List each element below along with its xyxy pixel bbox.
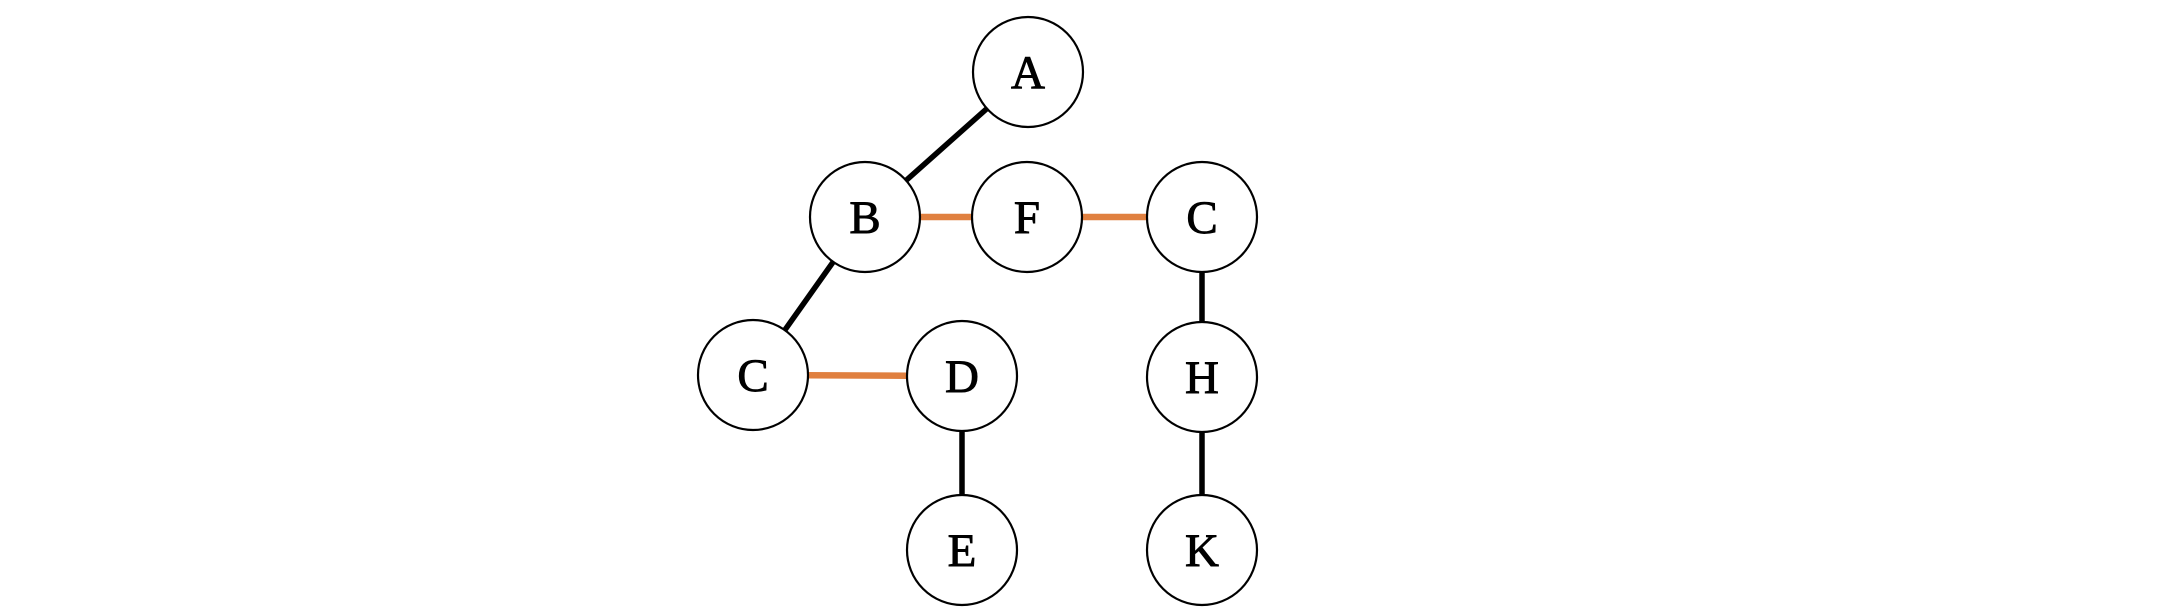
node-label: C: [737, 350, 768, 402]
node-circle[interactable]: [1145, 320, 1259, 434]
node-label: A: [1011, 47, 1045, 99]
graph-edge-black[interactable]: [782, 260, 836, 332]
node-circle[interactable]: [696, 318, 810, 432]
node-label: C: [1186, 192, 1217, 244]
graph-edge-black[interactable]: [904, 106, 989, 183]
node-label: H: [1185, 352, 1219, 404]
graph-node[interactable]: B: [808, 160, 922, 274]
node-layer: A B F C C D H E K: [696, 15, 1259, 607]
node-circle[interactable]: [1145, 160, 1259, 274]
graph-node[interactable]: A: [971, 15, 1085, 129]
graph-node[interactable]: E: [905, 493, 1019, 607]
node-circle[interactable]: [905, 493, 1019, 607]
graph-node[interactable]: C: [1145, 160, 1259, 274]
node-circle[interactable]: [905, 319, 1019, 433]
node-circle[interactable]: [1145, 493, 1259, 607]
graph-node[interactable]: F: [970, 160, 1084, 274]
node-label: F: [1014, 192, 1040, 244]
graph-node[interactable]: H: [1145, 320, 1259, 434]
node-circle[interactable]: [970, 160, 1084, 274]
edge-layer: [782, 106, 1205, 495]
node-label: K: [1185, 525, 1219, 577]
node-label: E: [948, 525, 977, 577]
node-circle[interactable]: [971, 15, 1085, 129]
node-circle[interactable]: [808, 160, 922, 274]
graph-node[interactable]: K: [1145, 493, 1259, 607]
node-label: B: [849, 192, 880, 244]
graph-node[interactable]: D: [905, 319, 1019, 433]
graph-node[interactable]: C: [696, 318, 810, 432]
node-label: D: [945, 351, 979, 403]
